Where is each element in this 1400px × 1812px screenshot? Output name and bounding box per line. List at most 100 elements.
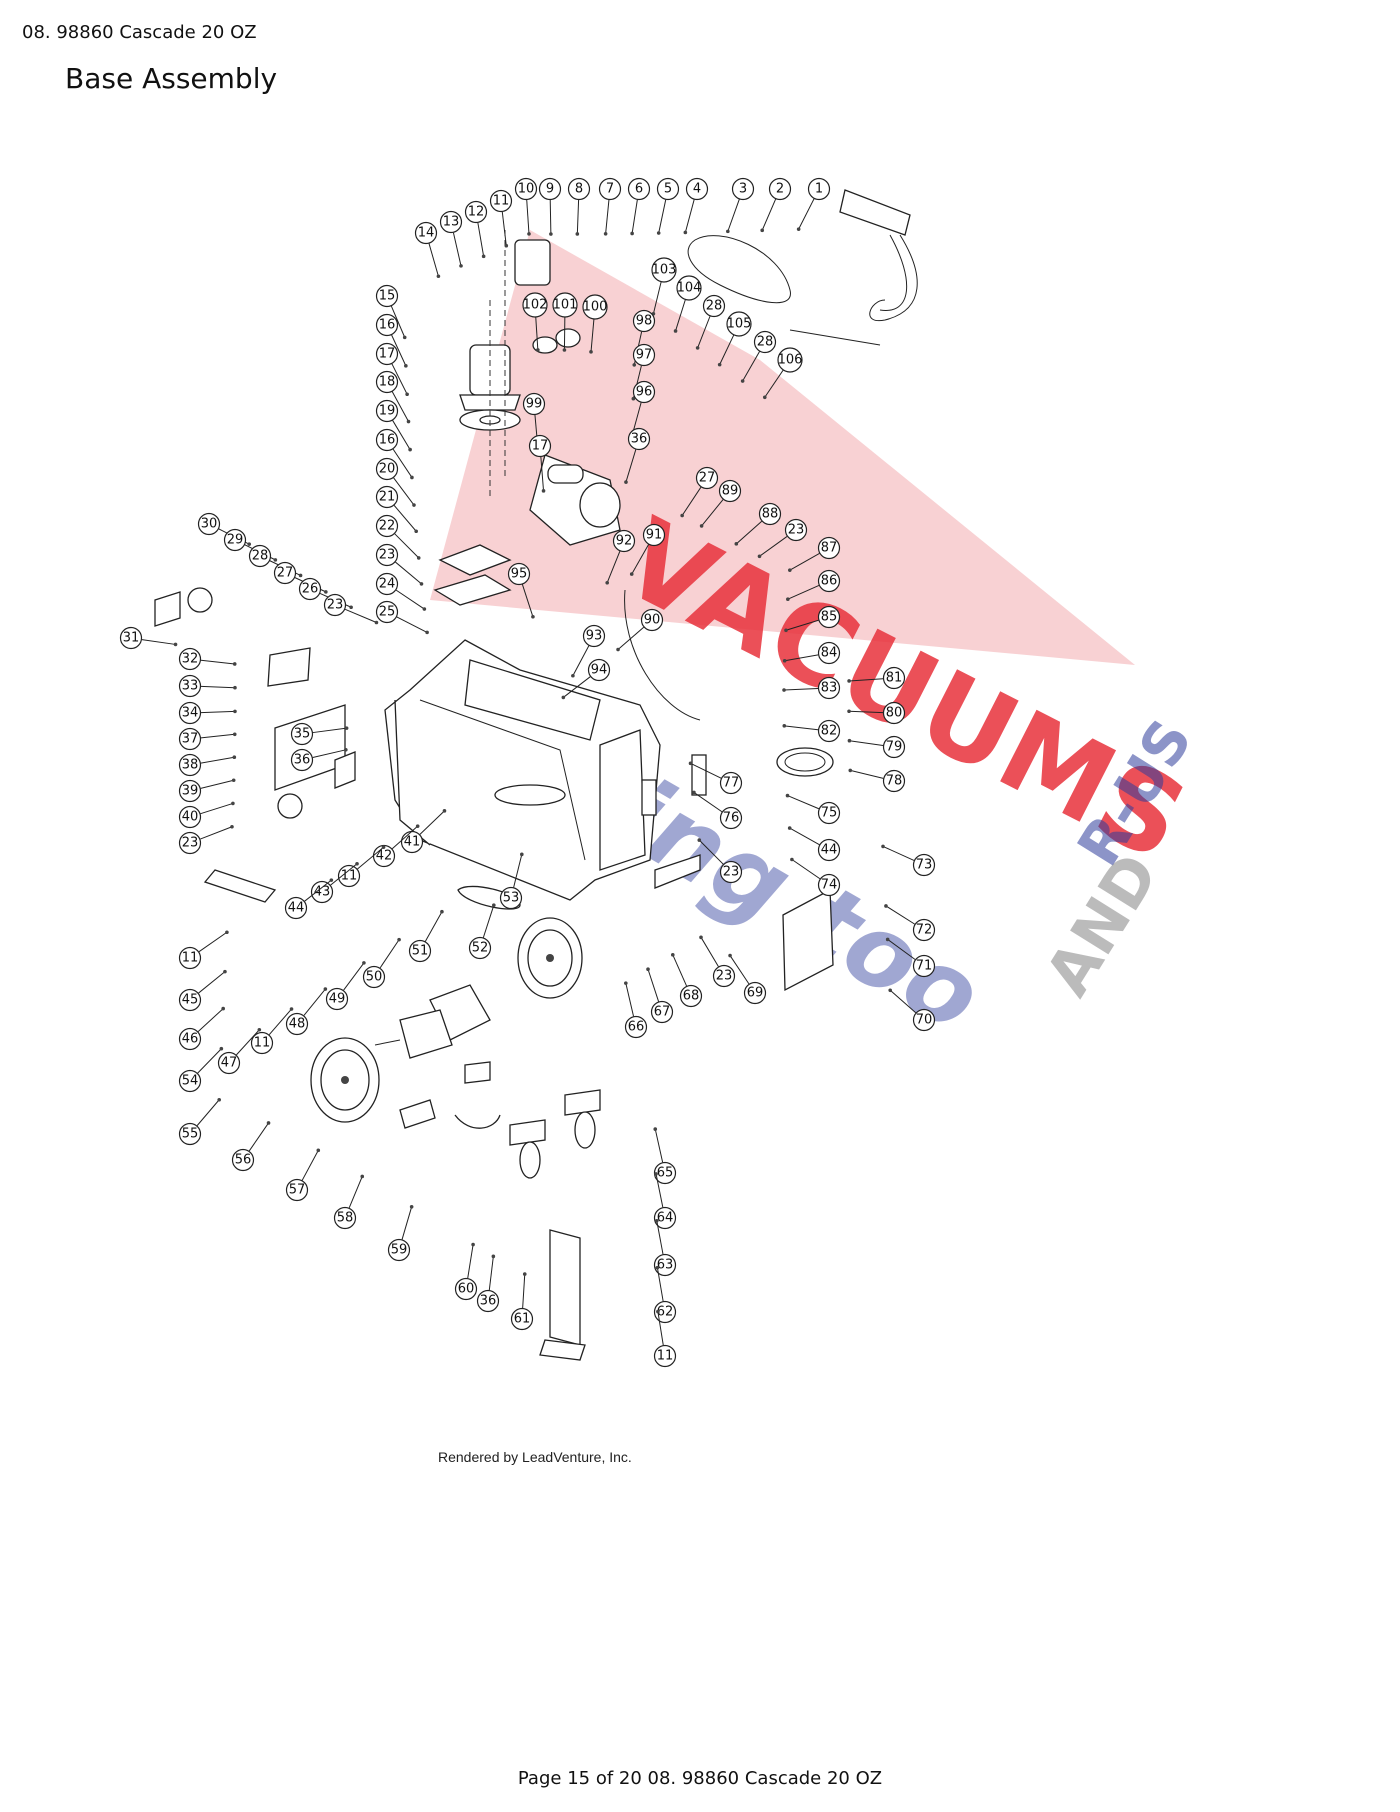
callout-label: 80 <box>886 706 903 721</box>
callout-circle <box>507 562 531 586</box>
callout-circle <box>375 342 399 366</box>
callout-31: 31 <box>119 626 178 650</box>
callout-arrow-tip <box>329 878 334 882</box>
callout-arrow-tip <box>654 1172 658 1176</box>
callout-arrow-tip <box>630 231 634 236</box>
callout-44: 44 <box>787 826 841 862</box>
callout-circle <box>640 608 664 632</box>
callout-arrow-tip <box>624 981 628 985</box>
callout-label: 11 <box>254 1036 271 1051</box>
callout-70: 70 <box>888 988 936 1032</box>
callout-48: 48 <box>285 987 328 1036</box>
callout-arrow-tip <box>233 685 237 690</box>
callout-circle <box>231 1148 255 1172</box>
callout-leader <box>787 584 820 600</box>
callout-105: 105 <box>717 311 752 367</box>
callout-arrow-tip <box>605 580 609 585</box>
callout-arrow-tip <box>695 346 700 350</box>
callout-label: 10 <box>518 182 535 197</box>
callout-label: 55 <box>182 1127 199 1142</box>
callout-circle <box>178 701 202 725</box>
callout-circle <box>882 666 906 690</box>
callout-89: 89 <box>699 479 742 528</box>
callout-circle <box>375 428 399 452</box>
callout-leader <box>392 448 413 478</box>
callout-circle <box>712 964 736 988</box>
callout-circle <box>552 292 578 318</box>
callout-label: 11 <box>657 1349 674 1364</box>
callout-label: 49 <box>329 992 346 1007</box>
callout-label: 31 <box>123 631 140 646</box>
callout-arrow-tip <box>646 967 650 972</box>
callout-label: 60 <box>458 1282 475 1297</box>
callout-label: 17 <box>379 347 396 362</box>
callout-arrow-tip <box>603 231 608 236</box>
callout-circle <box>768 177 792 201</box>
callout-leader <box>885 905 915 925</box>
callout-leader <box>654 1128 664 1163</box>
callout-95: 95 <box>507 562 535 619</box>
callout-66: 66 <box>624 981 648 1039</box>
callout-arrow-tip <box>884 904 888 908</box>
callout-label: 50 <box>366 970 383 985</box>
callout-arrow-tip <box>355 861 359 866</box>
callout-label: 58 <box>337 1211 354 1226</box>
callout-circle <box>223 528 247 552</box>
callout-3: 3 <box>726 177 755 234</box>
callout-leader <box>729 955 750 985</box>
callout-circle <box>178 805 202 829</box>
callout-arrow-tip <box>788 568 792 572</box>
callout-arrow-tip <box>232 662 237 666</box>
callout-circle <box>817 676 841 700</box>
callout-23: 23 <box>375 543 424 586</box>
callout-arrow-tip <box>787 826 792 830</box>
callout-leader <box>625 449 637 483</box>
callout-label: 39 <box>182 784 199 799</box>
callout-label: 25 <box>379 605 396 620</box>
callout-6: 6 <box>627 177 651 236</box>
callout-54: 54 <box>178 1046 224 1093</box>
callout-circle <box>476 1289 500 1313</box>
coil-hose <box>624 589 834 777</box>
callout-arrow-tip <box>419 582 424 586</box>
callout-32: 32 <box>178 647 237 671</box>
callout-label: 29 <box>227 533 244 548</box>
callout-100: 100 <box>582 294 608 354</box>
callout-arrow-tip <box>406 419 411 424</box>
callout-label: 106 <box>778 353 803 368</box>
callout-arrow-tip <box>257 1027 262 1032</box>
callout-79: 79 <box>847 735 906 759</box>
callout-arrow-tip <box>408 447 412 452</box>
callout-12: 12 <box>464 200 488 259</box>
callout-label: 62 <box>657 1305 674 1320</box>
callout-arrow-tip <box>847 709 851 714</box>
callout-104: 104 <box>673 275 702 333</box>
callout-label: 36 <box>294 753 311 768</box>
callout-circle <box>817 838 841 862</box>
callout-arrow-tip <box>349 605 353 610</box>
callout-label: 28 <box>706 299 723 314</box>
callout-circle <box>882 769 906 793</box>
callout-34: 34 <box>178 701 237 725</box>
callout-label: 23 <box>379 548 396 563</box>
pump-head <box>514 239 581 354</box>
callout-circle <box>650 1000 674 1024</box>
callout-23: 23 <box>757 518 808 559</box>
callout-arrow-tip <box>571 673 575 678</box>
callout-circle <box>632 343 656 367</box>
callout-circle <box>612 529 636 553</box>
callout-77: 77 <box>688 761 743 795</box>
callout-circle <box>653 1344 677 1368</box>
callout-11: 11 <box>250 1007 294 1055</box>
callout-leader <box>761 198 777 231</box>
callout-28: 28 <box>740 330 777 383</box>
callout-leader <box>605 199 610 234</box>
callout-76: 76 <box>692 790 743 830</box>
callout-leader <box>391 334 407 367</box>
callout-arrow-tip <box>782 658 787 663</box>
callout-label: 47 <box>221 1056 238 1071</box>
callout-label: 78 <box>886 774 903 789</box>
callout-label: 35 <box>294 727 311 742</box>
callout-circle <box>817 873 841 897</box>
callout-24: 24 <box>375 572 427 611</box>
